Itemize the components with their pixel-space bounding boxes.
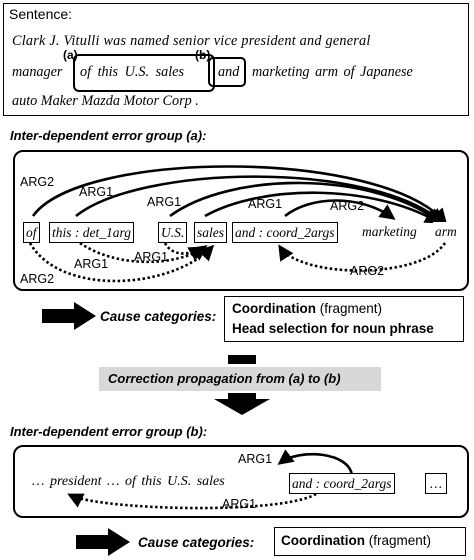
cause-b-line-1: Coordination (fragment) xyxy=(281,533,431,548)
arc-label-arg1-sales-arm: ARG1 xyxy=(248,197,283,211)
sentence-line-2-part-d: marketing arm of Japanese xyxy=(252,64,413,80)
word-arm: arm xyxy=(433,222,459,241)
word-this-det: this : det_1arg xyxy=(49,222,134,243)
arc-arm-to-and xyxy=(278,242,447,272)
group-a-heading: Inter-dependent error group (a): xyxy=(10,128,207,143)
propagation-label: Correction propagation from (a) to (b) xyxy=(108,371,341,386)
group-a-arcs xyxy=(28,165,448,283)
group-b-arcs xyxy=(67,449,354,510)
arc-and-to-marketing xyxy=(284,199,396,220)
arc-this-to-arm xyxy=(75,175,445,225)
cause-b-coordination: Coordination xyxy=(281,533,365,548)
arc-label-arg1-this-arm: ARG1 xyxy=(79,185,114,199)
cause-b-box xyxy=(274,527,466,556)
arc-label-arg1-this-sales: ARG1 xyxy=(134,250,169,264)
word-and-coord-b: and : coord_2args xyxy=(289,473,395,494)
cause-a-label: Cause categories: xyxy=(100,309,217,324)
propagation-banner xyxy=(99,367,381,391)
sentence-line-2-part-b: of this U.S. sales xyxy=(80,64,184,80)
word-ellipsis-b: … xyxy=(425,473,447,494)
arrow-right-icon xyxy=(42,302,96,330)
arc-label-arg2-of-sales: ARG2 xyxy=(20,272,55,286)
group-b-heading: Inter-dependent error group (b): xyxy=(10,424,208,439)
word-and-coord: and : coord_2args xyxy=(232,222,338,243)
group-b-text: … president … of this U.S. sales xyxy=(32,474,225,489)
error-region-b xyxy=(208,57,246,87)
arc-and-to-sales-b xyxy=(277,449,354,477)
arrow-down-icon xyxy=(214,393,270,415)
sentence-line-2-part-a: manager xyxy=(12,64,63,80)
word-us: U.S. xyxy=(158,222,188,243)
arc-label-arg1-and-sales-b: ARG1 xyxy=(238,452,273,466)
arc-of-to-arm xyxy=(31,165,448,225)
arc-label-arg2-arm-and: ARG2 xyxy=(350,264,385,278)
arc-label-arg2-and-marketing: ARG2 xyxy=(330,199,365,213)
word-marketing: marketing xyxy=(360,222,419,241)
cause-a-line-2: Head selection for noun phrase xyxy=(232,321,434,336)
arc-label-arg1-us-sales: ARG1 xyxy=(74,257,109,271)
sentence-line-2-part-c: and xyxy=(218,64,240,80)
sentence-box xyxy=(3,3,469,116)
sentence-line-3: auto Maker Mazda Motor Corp . xyxy=(12,93,199,109)
error-region-a xyxy=(73,54,215,92)
arrow-right-icon-b xyxy=(76,528,130,556)
cause-a-box xyxy=(224,296,464,342)
cause-a-fragment: (fragment) xyxy=(319,301,383,316)
arc-label-arg1-us-arm: ARG1 xyxy=(147,195,182,209)
word-sales: sales xyxy=(194,222,227,243)
cause-a-coordination: Coordination xyxy=(232,301,316,316)
arc-label-arg2-of-arm: ARG2 xyxy=(20,175,55,189)
sentence-label: Sentence: xyxy=(9,6,73,22)
mark-b: (b) xyxy=(195,48,211,62)
propagation-bar-top xyxy=(228,355,256,364)
cause-b-fragment: (fragment) xyxy=(368,533,432,548)
arc-sales-to-arm xyxy=(204,191,441,224)
cause-b-label: Cause categories: xyxy=(138,535,255,550)
sentence-line-1: Clark J. Vitulli was named senior vice p… xyxy=(12,33,371,49)
cause-a-line-1: Coordination (fragment) xyxy=(232,301,382,316)
group-a-box xyxy=(13,150,469,291)
arc-us-to-arm xyxy=(169,181,443,224)
arc-label-arg1-and-president-b: ARG1 xyxy=(222,497,257,511)
word-of: of xyxy=(23,222,40,243)
group-b-box xyxy=(13,445,469,518)
arc-and-to-president-b xyxy=(67,492,317,510)
